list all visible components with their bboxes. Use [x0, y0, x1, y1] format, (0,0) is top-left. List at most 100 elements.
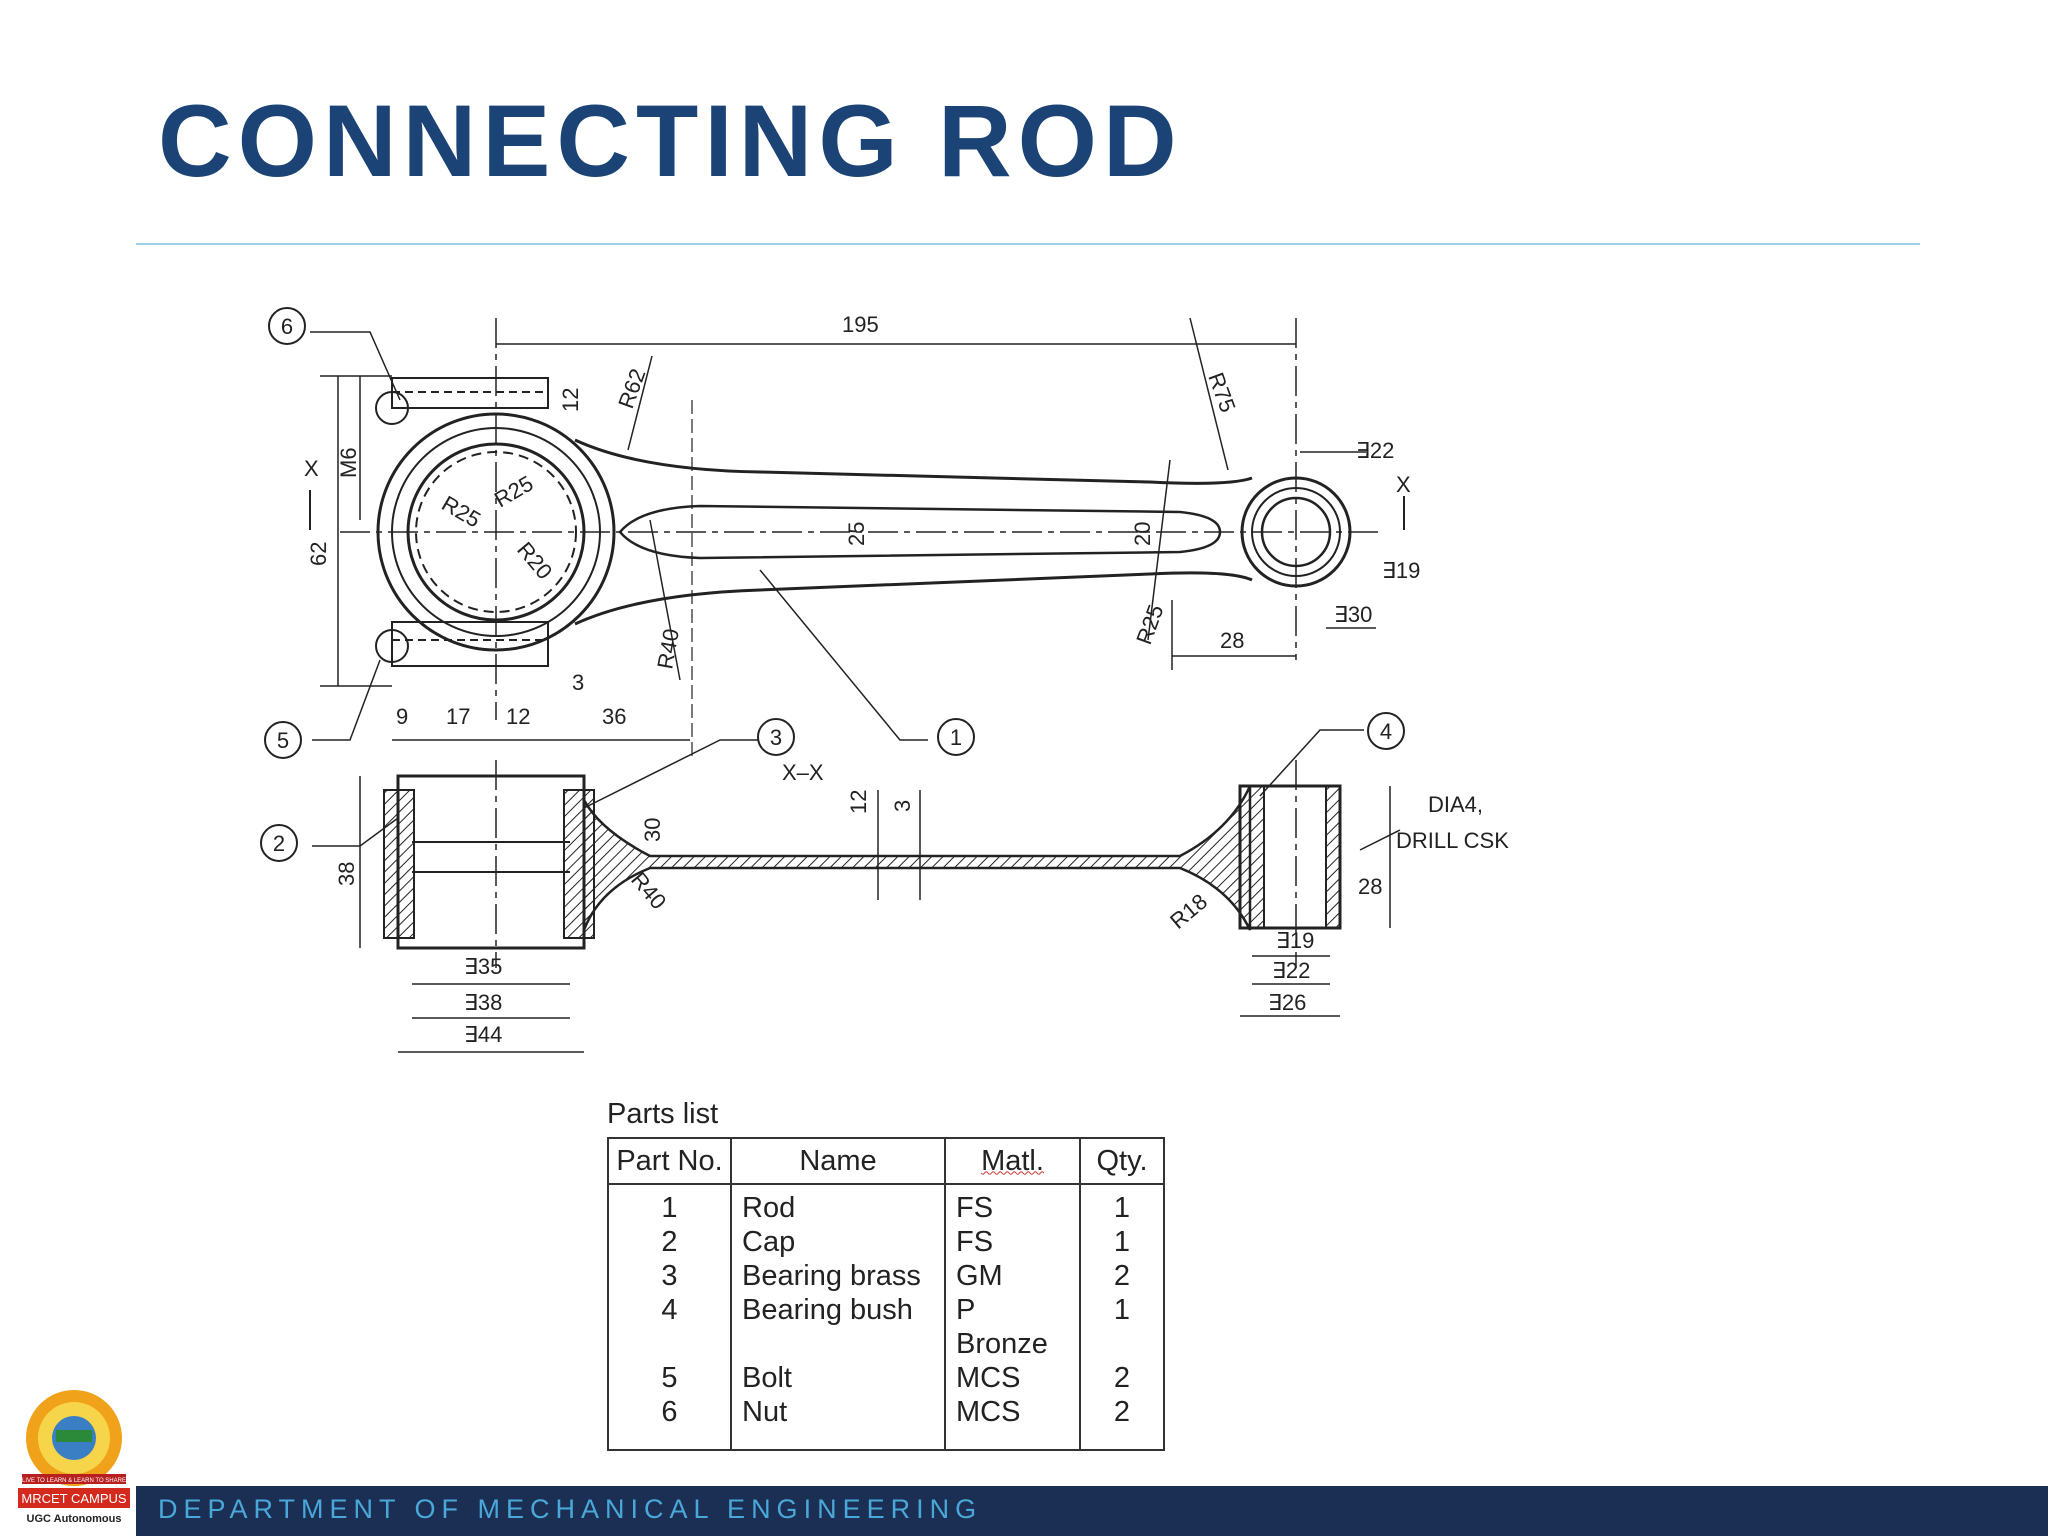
cell-matl: P Bronze — [944, 1293, 1081, 1361]
cell-name: Rod — [730, 1184, 946, 1225]
balloon-5 — [264, 721, 302, 759]
cell-matl: GM — [944, 1259, 1081, 1293]
cell-part-no: 4 — [607, 1293, 732, 1361]
mrcet-logo: LIVE TO LEARN & LEARN TO SHARE MRCET CAM… — [18, 1390, 130, 1525]
cell-qty: 2 — [1079, 1259, 1165, 1293]
parts-list-table: Part No. Name Matl. Qty. 1 Rod FS 1 2 Ca… — [607, 1137, 1165, 1451]
nut-top — [375, 391, 409, 425]
cell-matl: FS — [944, 1225, 1081, 1259]
logo-campus-text: MRCET CAMPUS — [21, 1491, 127, 1506]
dim-62: 62 — [306, 542, 331, 566]
dim-r75: R75 — [1203, 369, 1240, 415]
balloon-label-1: 1 — [950, 725, 962, 750]
balloon-label-5: 5 — [277, 728, 289, 753]
dim-12-b: 12 — [506, 704, 530, 729]
dim-28-b: 28 — [1358, 874, 1382, 899]
dim-r25-b: R25 — [490, 470, 537, 512]
footer-bar: DEPARTMENT OF MECHANICAL ENGINEERING — [136, 1486, 2048, 1536]
dim-38: 38 — [334, 862, 359, 886]
shank-lower — [574, 571, 1253, 626]
balloon-1 — [937, 718, 975, 756]
dim-20: 20 — [1130, 522, 1155, 546]
balloon-2 — [260, 824, 298, 862]
cell-matl: MCS — [944, 1395, 1081, 1450]
balloon-label-3: 3 — [770, 725, 782, 750]
dim-r25-c: R25 — [1131, 601, 1168, 647]
dim-dia26: ∃26 — [1268, 990, 1306, 1015]
dim-dia35: ∃35 — [464, 954, 502, 979]
cell-qty: 1 — [1079, 1184, 1165, 1225]
dimension-labels: 195 R62 R75 ∃22 M6 62 R25 R25 R20 25 20 … — [304, 312, 1509, 1047]
dim-dia19: ∃19 — [1382, 558, 1420, 583]
dim-r40: R40 — [652, 627, 684, 671]
dim-12-c: 12 — [846, 790, 871, 814]
note-drill-csk: DRILL CSK — [1396, 828, 1509, 853]
table-row: 1 Rod FS 1 — [607, 1184, 1165, 1225]
cell-part-no: 6 — [607, 1395, 732, 1450]
footer-department: DEPARTMENT OF MECHANICAL ENGINEERING — [158, 1494, 983, 1524]
dim-28: 28 — [1220, 628, 1244, 653]
cell-matl: FS — [944, 1184, 1081, 1225]
dim-30: 30 — [640, 818, 665, 842]
logo-sub-text: UGC Autonomous — [27, 1513, 122, 1525]
balloon-6 — [268, 307, 306, 345]
table-row: 4 Bearing bush P Bronze 1 — [607, 1293, 1165, 1361]
header-qty: Qty. — [1079, 1137, 1165, 1185]
table-row: 3 Bearing brass GM 2 — [607, 1259, 1165, 1293]
section-mark-x-right: X — [1396, 472, 1411, 497]
balloon-label-6: 6 — [281, 314, 293, 339]
dim-17: 17 — [446, 704, 470, 729]
cell-name: Bearing brass — [730, 1259, 946, 1293]
shank-upper — [574, 438, 1253, 485]
dim-r62: R62 — [613, 365, 650, 411]
dim-3: 3 — [572, 670, 584, 695]
dim-3-b: 3 — [890, 800, 915, 812]
title-divider — [136, 243, 1920, 245]
dim-r25-a: R25 — [438, 491, 485, 533]
section-view — [312, 729, 1401, 1053]
logo-ribbon-text: LIVE TO LEARN & LEARN TO SHARE — [22, 1478, 126, 1484]
dim-dia38: ∃38 — [464, 990, 502, 1015]
cell-qty: 1 — [1079, 1225, 1165, 1259]
cell-part-no: 1 — [607, 1184, 732, 1225]
cell-name: Cap — [730, 1225, 946, 1259]
dim-9: 9 — [396, 704, 408, 729]
table-row: 6 Nut MCS 2 — [607, 1395, 1165, 1450]
balloon-4 — [1367, 712, 1405, 750]
dim-r20: R20 — [512, 537, 557, 584]
cap-bottom-block — [391, 621, 549, 667]
dim-25: 25 — [844, 522, 869, 546]
dim-m6: M6 — [336, 447, 361, 478]
dim-dia30: ∃30 — [1334, 602, 1372, 627]
dim-dia44: ∃44 — [464, 1022, 502, 1047]
balloons — [260, 307, 1405, 862]
cell-part-no: 3 — [607, 1259, 732, 1293]
cell-part-no: 2 — [607, 1225, 732, 1259]
parts-list-caption: Parts list — [607, 1098, 719, 1130]
top-view — [309, 317, 1405, 760]
dim-dia22-b: ∃22 — [1272, 958, 1310, 983]
section-big-end — [396, 774, 586, 950]
cell-qty: 2 — [1079, 1395, 1165, 1450]
cell-name: Bolt — [730, 1361, 946, 1395]
header-part-no: Part No. — [607, 1137, 732, 1185]
connecting-rod-drawing: 6 5 2 3 1 4 195 R62 R75 ∃22 M6 62 R25 R2… — [260, 307, 1509, 1053]
dim-dia19-b: ∃19 — [1276, 928, 1314, 953]
dim-r18: R18 — [1165, 889, 1212, 934]
cell-part-no: 5 — [607, 1361, 732, 1395]
cell-qty: 2 — [1079, 1361, 1165, 1395]
section-shank — [582, 785, 1252, 931]
cell-matl: MCS — [944, 1361, 1081, 1395]
slide-title: CONNECTING ROD — [158, 84, 1183, 198]
dim-195: 195 — [842, 312, 879, 337]
table-row: 2 Cap FS 1 — [607, 1225, 1165, 1259]
dim-dia22: ∃22 — [1356, 438, 1394, 463]
dim-36: 36 — [602, 704, 626, 729]
nut-bottom — [375, 629, 409, 663]
header-matl: Matl. — [944, 1137, 1081, 1185]
parts-table-header: Part No. Name Matl. Qty. — [607, 1137, 1165, 1185]
header-matl-label: Matl. — [981, 1144, 1044, 1177]
balloon-label-2: 2 — [273, 831, 285, 856]
section-mark-x-left: X — [304, 456, 319, 481]
section-label-xx: X–X — [782, 760, 824, 785]
